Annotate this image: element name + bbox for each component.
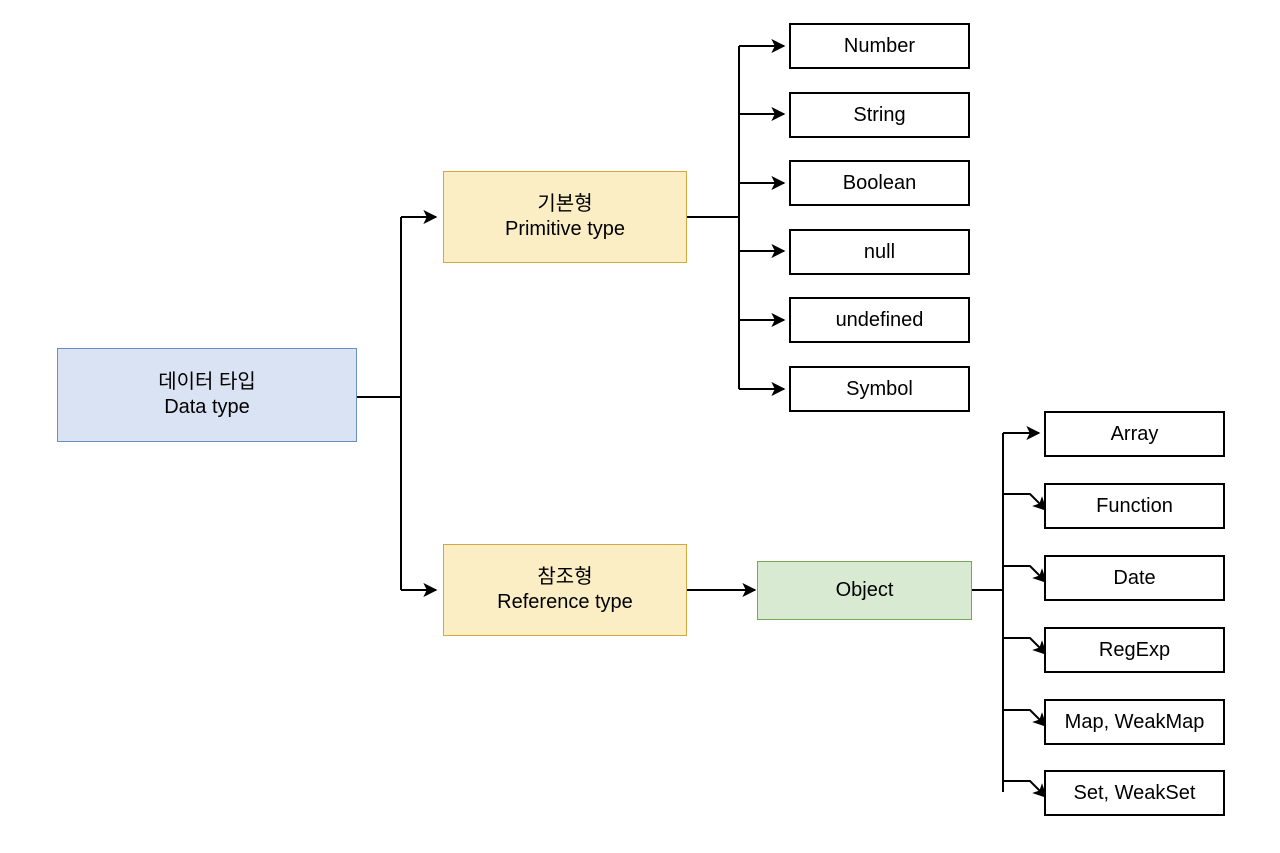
node-primitive-type-english: Primitive type (504, 218, 626, 240)
node-null[interactable]: null (789, 229, 970, 275)
edge-object-children (1003, 426, 1047, 798)
node-data-type[interactable]: 데이터 타입 Data type (57, 348, 357, 442)
node-primitive-type-korean: 기본형 (537, 193, 593, 215)
node-reference-type-korean: 참조형 (537, 566, 593, 588)
node-set-weakset-label: Set, WeakSet (1073, 781, 1196, 804)
node-symbol[interactable]: Symbol (789, 366, 970, 412)
node-boolean-label: Boolean (842, 171, 917, 194)
node-string[interactable]: String (789, 92, 970, 138)
node-data-type-english: Data type (164, 396, 250, 418)
node-symbol-label: Symbol (846, 377, 913, 400)
node-function-label: Function (1096, 494, 1173, 517)
node-boolean[interactable]: Boolean (789, 160, 970, 206)
edge-primitive-children (739, 39, 786, 396)
edge-root-to-trunk (357, 217, 402, 590)
edge-object-to-trunk (972, 433, 1004, 792)
node-object[interactable]: Object (757, 561, 972, 620)
node-reference-type-english: Reference type (497, 591, 633, 613)
node-regexp[interactable]: RegExp (1044, 627, 1225, 673)
node-map-weakmap-label: Map, WeakMap (1064, 710, 1205, 733)
node-date[interactable]: Date (1044, 555, 1225, 601)
node-function[interactable]: Function (1044, 483, 1225, 529)
node-reference-type[interactable]: 참조형 Reference type (443, 544, 687, 636)
node-array[interactable]: Array (1044, 411, 1225, 457)
node-undefined-label: undefined (835, 308, 924, 331)
node-number-label: Number (843, 34, 916, 57)
node-regexp-label: RegExp (1098, 638, 1171, 661)
node-object-label: Object (835, 579, 894, 601)
node-data-type-korean: 데이터 타입 (158, 371, 256, 393)
node-string-label: String (853, 103, 906, 126)
node-null-label: null (863, 240, 896, 263)
node-map-weakmap[interactable]: Map, WeakMap (1044, 699, 1225, 745)
node-number[interactable]: Number (789, 23, 970, 69)
edge-primitive-to-trunk (687, 46, 740, 389)
node-array-label: Array (1110, 422, 1159, 445)
node-date-label: Date (1113, 566, 1156, 589)
node-primitive-type[interactable]: 기본형 Primitive type (443, 171, 687, 263)
node-set-weakset[interactable]: Set, WeakSet (1044, 770, 1225, 816)
node-undefined[interactable]: undefined (789, 297, 970, 343)
